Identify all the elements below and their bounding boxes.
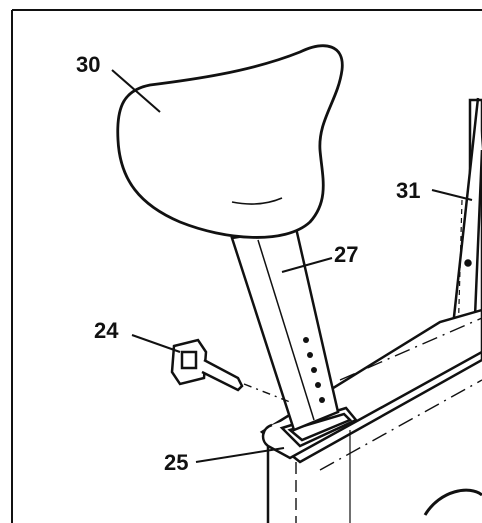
callout-27: 27 [334,242,358,267]
callout-30: 30 [76,52,100,77]
adjustment-knob [170,338,291,403]
leader-24 [131,334,181,353]
seat-saddle [116,44,344,239]
leader-30 [111,69,161,113]
seat-post-adjustment-holes [303,337,325,403]
callout-24: 24 [94,318,119,343]
drawing-border [11,9,482,523]
callout-25: 25 [164,450,188,475]
leader-25 [195,447,285,463]
leader-lines [111,69,473,463]
callout-31: 31 [396,178,420,203]
leader-31 [431,189,473,201]
leader-27 [281,257,333,273]
